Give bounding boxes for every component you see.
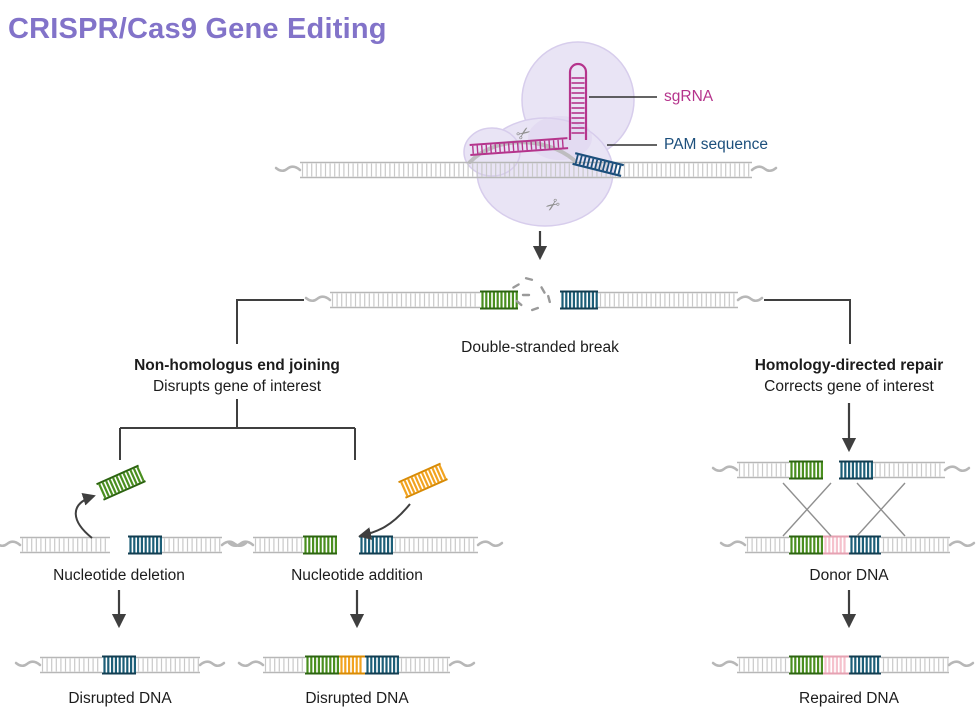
hdr-heading: Homology-directed repair <box>754 357 944 374</box>
repaired-dna-label: Repaired DNA <box>799 690 899 707</box>
deleted-fragment <box>96 464 146 501</box>
dna-strand-addition-dna <box>227 535 504 555</box>
deletion-arrow <box>74 493 96 539</box>
branch-connectors <box>119 299 851 460</box>
dna-strand-repaired-dna <box>711 655 975 675</box>
donor-dna-label: Donor DNA <box>809 567 889 584</box>
nucleotide-deletion-label: Nucleotide deletion <box>53 567 185 584</box>
addition-arrow <box>358 503 411 540</box>
dna-strand-disrupted-left-dna <box>14 655 226 675</box>
disrupted-dna-left-label: Disrupted DNA <box>68 690 172 707</box>
dna-strand-hdr-top-dna <box>711 460 971 480</box>
inserted-fragment <box>398 462 448 499</box>
pam-strand <box>572 152 624 177</box>
hdr-subheading: Corrects gene of interest <box>764 378 934 395</box>
nucleotide-addition-label: Nucleotide addition <box>291 567 423 584</box>
dna-strand-deletion-dna <box>0 535 248 555</box>
nhej-subheading: Disrupts gene of interest <box>152 378 322 395</box>
dna-strand-donor-dna <box>719 535 976 555</box>
pam-sequence-label: PAM sequence <box>664 136 768 153</box>
double-stranded-break-label: Double-stranded break <box>461 339 619 356</box>
dna-strand-genomic-dna <box>274 161 778 179</box>
sgrna-guide <box>469 137 569 156</box>
nhej-heading: Non-homologus end joining <box>134 357 340 374</box>
disrupted-dna-mid-label: Disrupted DNA <box>305 690 409 707</box>
dna-strand-disrupted-mid-dna <box>237 655 476 675</box>
flow-arrows <box>111 231 857 629</box>
sgrna-label: sgRNA <box>664 88 714 105</box>
sgrna-hairpin <box>568 62 588 140</box>
label-leader-lines <box>589 96 657 146</box>
page-title: CRISPR/Cas9 Gene Editing <box>8 13 387 45</box>
crossover-x <box>782 482 906 537</box>
dna-strand-break-dna <box>304 290 764 310</box>
break-debris <box>512 277 551 312</box>
